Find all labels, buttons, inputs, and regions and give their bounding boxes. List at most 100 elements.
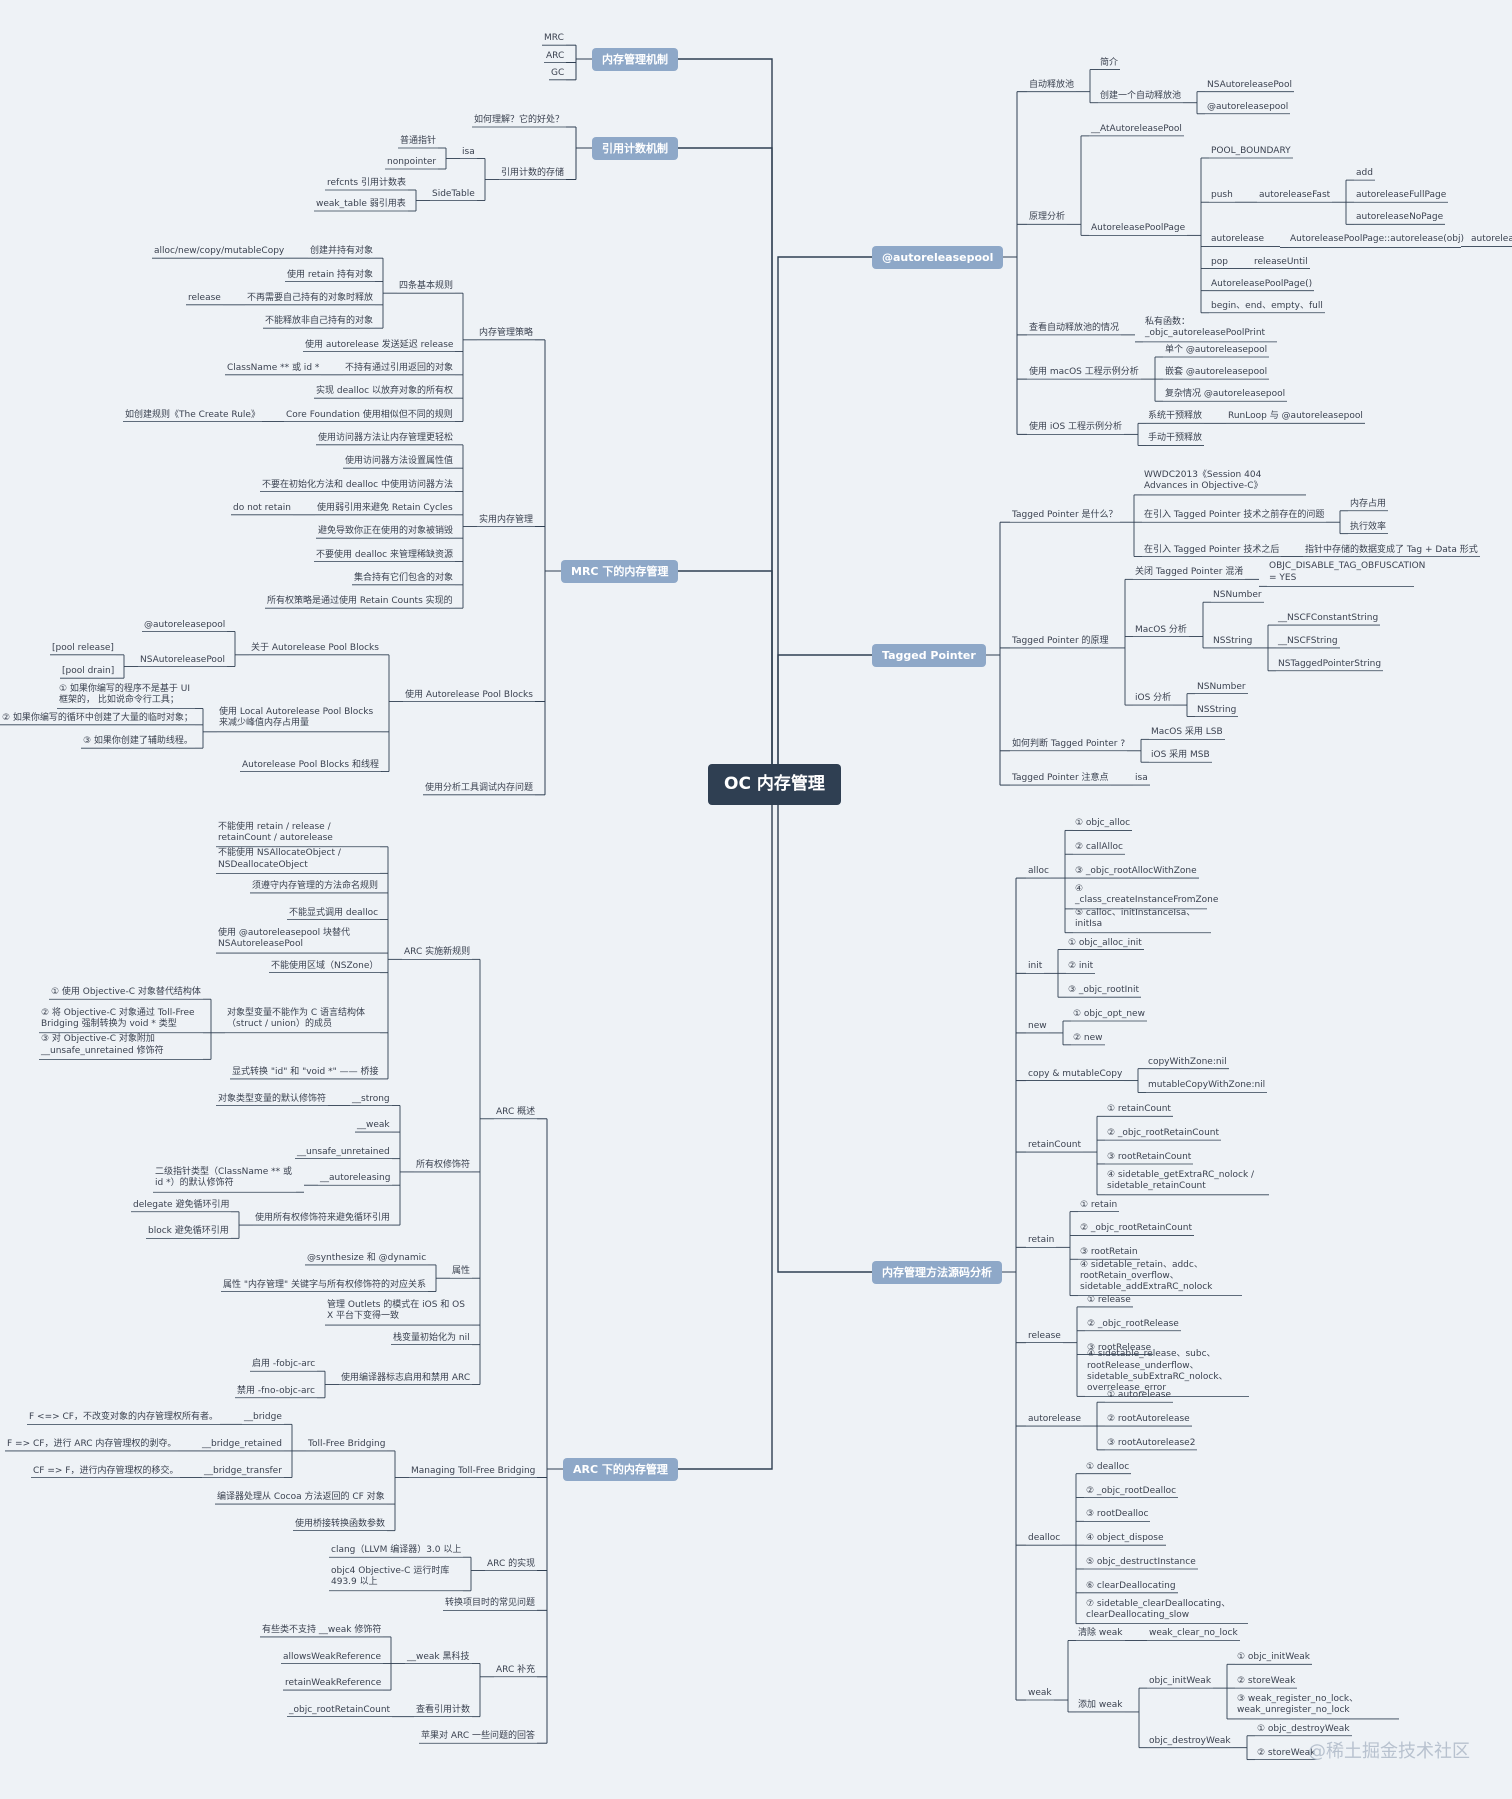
leaf-node: ② rootAutorelease — [1107, 1414, 1190, 1425]
leaf-node: ② 如果你编写的循环中创建了大量的临时对象； — [2, 712, 193, 723]
leaf-node: 启用 -fobjc-arc — [252, 1359, 316, 1370]
leaf-node: ① autorelease — [1107, 1390, 1172, 1401]
leaf-node: 内存占用 — [1350, 498, 1387, 509]
leaf-node: MacOS 采用 LSB — [1151, 727, 1223, 738]
leaf-node: 执行效率 — [1350, 521, 1387, 532]
leaf-node: ④ sidetable_release、subc、rootRelease_und… — [1087, 1349, 1228, 1394]
branch-node: Managing Toll-Free Bridging — [411, 1465, 536, 1476]
branch-node: GC — [551, 67, 565, 78]
leaf-node: objc4 Objective-C 运行时库 493.9 以上 — [331, 1565, 450, 1588]
leaf-node: SideTable — [432, 188, 475, 199]
branch-node: 使用 Autorelease Pool Blocks — [405, 689, 533, 700]
leaf-node: @autoreleasepool — [1207, 101, 1289, 112]
leaf-node: AutoreleasePoolPage() — [1211, 278, 1313, 289]
leaf-node: __weak 黑科技 — [407, 1651, 470, 1662]
leaf-node: alloc/new/copy/mutableCopy — [154, 246, 285, 257]
leaf-node: 系统干预释放 — [1148, 411, 1203, 422]
leaf-node: mutableCopyWithZone:nil — [1148, 1080, 1266, 1091]
branch-node: 内存管理策略 — [479, 327, 534, 338]
branch-node: 苹果对 ARC 一些问题的回答 — [421, 1731, 535, 1742]
leaf-node: 二级指针类型（ClassName ** 或 id *）的默认修饰符 — [155, 1167, 292, 1189]
leaf-node: 显式转换 "id" 和 "void *" —— 桥接 — [232, 1066, 379, 1077]
branch-node: copy & mutableCopy — [1028, 1068, 1123, 1079]
leaf-node: 有些类不支持 __weak 修饰符 — [262, 1624, 382, 1635]
leaf-node: ③ rootAutorelease2 — [1107, 1437, 1196, 1448]
leaf-node: ③ _objc_rootInit — [1068, 985, 1140, 996]
leaf-node: 不要在初始化方法和 dealloc 中使用访问器方法 — [262, 479, 453, 490]
leaf-node: ② storeWeak — [1257, 1747, 1316, 1758]
leaf-node: RunLoop 与 @autoreleasepool — [1228, 411, 1363, 422]
leaf-node: [pool drain] — [62, 666, 115, 677]
leaf-node: 对象型变量不能作为 C 语言结构体（struct / union）的成员 — [227, 1007, 366, 1030]
main-branch-node: 引用计数机制 — [592, 136, 678, 160]
leaf-node: NSNumber — [1213, 590, 1262, 601]
leaf-node: 不能使用 retain / release / retainCount / au… — [218, 821, 333, 844]
leaf-node: 实现 dealloc 以放弃对象的所有权 — [316, 386, 453, 397]
leaf-node: objc_destroyWeak — [1149, 1735, 1231, 1746]
leaf-node: 使用 @autoreleasepool 块替代 NSAutoreleasePoo… — [218, 928, 351, 950]
leaf-node: ⑥ clearDeallocating — [1086, 1580, 1176, 1591]
leaf-node: 所有权策略是通过使用 Retain Counts 实现的 — [267, 596, 453, 607]
leaf-node: 属性 "内存管理" 关键字与所有权修饰符的对应关系 — [223, 1279, 427, 1290]
leaf-node: ⑦ sidetable_clearDeallocating、clearDeall… — [1086, 1598, 1231, 1620]
leaf-node: WWDC2013《Session 404 Advances in Objecti… — [1144, 469, 1263, 492]
leaf-node: iOS 采用 MSB — [1151, 750, 1210, 761]
leaf-node: ④ _class_createInstanceFromZone — [1075, 883, 1219, 906]
leaf-node: ① objc_initWeak — [1237, 1652, 1310, 1663]
leaf-node: 复杂情况 @autoreleasepool — [1165, 389, 1286, 400]
leaf-node: ② init — [1068, 961, 1094, 972]
leaf-node: ③ rootRetainCount — [1107, 1151, 1192, 1162]
leaf-node: 使用弱引用来避免 Retain Cycles — [317, 502, 453, 513]
leaf-node: ① dealloc — [1086, 1461, 1130, 1472]
leaf-node: 不能使用 NSAllocateObject / NSDeallocateObje… — [218, 848, 341, 870]
leaf-node: ARC 实施新规则 — [404, 947, 471, 958]
leaf-node: 嵌套 @autoreleasepool — [1165, 367, 1268, 378]
leaf-node: __AtAutoreleasePool — [1091, 123, 1182, 134]
leaf-node: ③ _objc_rootAllocWithZone — [1075, 866, 1197, 877]
leaf-node: 编译器处理从 Cocoa 方法返回的 CF 对象 — [217, 1492, 385, 1503]
leaf-node: __bridge_retained — [202, 1438, 282, 1449]
leaf-node: 须遵守内存管理的方法命名规则 — [252, 880, 379, 891]
main-branch-node: 内存管理机制 — [592, 47, 678, 71]
branch-node: 如何判断 Tagged Pointer ? — [1012, 738, 1126, 749]
leaf-node: ① release — [1087, 1294, 1131, 1305]
leaf-node: ① objc_opt_new — [1073, 1009, 1145, 1019]
leaf-node: 如创建规则《The Create Rule》 — [125, 409, 260, 420]
leaf-node: iOS 分析 — [1135, 693, 1172, 704]
leaf-node: 简介 — [1100, 57, 1119, 68]
branch-node: ARC 的实现 — [487, 1558, 536, 1569]
branch-node: 原理分析 — [1029, 212, 1066, 223]
leaf-node: ④ sidetable_retain、addc、rootRetain_overf… — [1080, 1259, 1213, 1293]
branch-node: 使用 iOS 工程示例分析 — [1029, 422, 1123, 433]
leaf-node: 管理 Outlets 的模式在 iOS 和 OS X 平台下变得一致 — [327, 1300, 465, 1322]
branch-node: 自动释放池 — [1029, 79, 1075, 90]
leaf-node: @synthesize 和 @dynamic — [307, 1252, 427, 1263]
leaf-node: allowsWeakReference — [283, 1651, 382, 1662]
leaf-node: __weak — [357, 1120, 390, 1131]
leaf-node: ① 使用 Objective-C 对象替代结构体 — [51, 987, 201, 998]
branch-node: ARC — [546, 50, 565, 61]
leaf-node: 不再需要自己持有的对象时释放 — [247, 292, 374, 303]
leaf-node: ② _objc_rootDealloc — [1086, 1485, 1177, 1496]
branch-node: 使用分析工具调试内存问题 — [425, 782, 534, 793]
leaf-node: ② _objc_rootRetainCount — [1107, 1128, 1220, 1139]
root-node: OC 内存管理 — [708, 764, 841, 805]
leaf-node: ② 将 Objective-C 对象通过 Toll-Free Bridging … — [41, 1007, 195, 1030]
leaf-node: refcnts 引用计数表 — [327, 178, 406, 188]
leaf-node: __autoreleasing — [320, 1173, 391, 1184]
leaf-node: ① 如果你编写的程序不是基于 UI 框架的， 比如说命令行工具； — [59, 683, 191, 705]
leaf-node: Core Foundation 使用相似但不同的规则 — [286, 409, 453, 420]
main-branch-node: Tagged Pointer — [872, 643, 986, 667]
leaf-node: AutoreleasePoolPage — [1091, 223, 1186, 234]
leaf-node: autorelease — [1211, 234, 1265, 245]
branch-node: dealloc — [1028, 1533, 1061, 1544]
branch-node: alloc — [1028, 866, 1049, 877]
leaf-node: 不持有通过引用返回的对象 — [345, 362, 454, 373]
leaf-node: __NSCFConstantString — [1278, 613, 1379, 624]
leaf-node: 清除 weak — [1078, 1628, 1123, 1639]
leaf-node: NSAutoreleasePool — [1207, 79, 1292, 90]
leaf-node: F => CF，进行 ARC 内存管理权的剥夺。 — [7, 1438, 177, 1449]
leaf-node: _objc_rootRetainCount — [289, 1704, 391, 1715]
leaf-node: 使用 autorelease 发送延迟 release — [305, 339, 454, 350]
leaf-node: ② storeWeak — [1237, 1676, 1296, 1687]
